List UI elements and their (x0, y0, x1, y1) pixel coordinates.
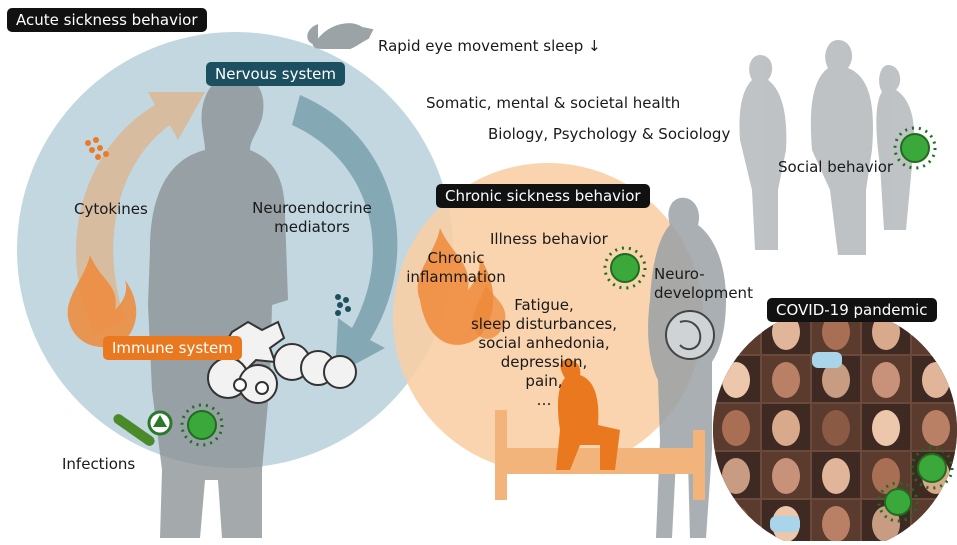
neuroendocrine-line-2: mediators (274, 218, 350, 236)
symptom-line: depression, (500, 353, 588, 371)
face (772, 410, 800, 446)
immune-cells (207, 320, 357, 404)
cytokine-dots (85, 137, 109, 160)
virus-icon-social (893, 126, 937, 170)
face (822, 314, 850, 350)
face (872, 362, 900, 398)
illness-behavior-label: Illness behavior (490, 230, 608, 248)
chronic-sickness-title: Chronic sickness behavior (436, 184, 650, 208)
social-behavior-label: Social behavior (778, 158, 894, 176)
chronic-inflammation-line-2: inflammation (406, 268, 506, 286)
neurodevelopment-label: Neuro- development (654, 265, 753, 303)
face (772, 362, 800, 398)
social-group-silhouettes (739, 40, 915, 255)
symptom-line: sleep disturbances, (470, 315, 618, 333)
neurodevelopment-line-1: Neuro- (654, 265, 705, 283)
virus-icon-covid-2 (877, 481, 919, 523)
neuroendocrine-label: Neuroendocrine mediators (244, 199, 380, 237)
nervous-system-label: Nervous system (206, 62, 345, 86)
infections-label: Infections (62, 455, 136, 473)
pregnant-woman-silhouette (648, 197, 726, 539)
bed-with-person (495, 359, 705, 500)
face (722, 314, 750, 350)
virus-icon-covid-1 (910, 446, 954, 490)
face (822, 458, 850, 494)
face (872, 410, 900, 446)
phage-icon (147, 410, 173, 436)
chronic-sickness-circle (393, 163, 703, 473)
face (922, 506, 950, 542)
face (872, 458, 900, 494)
covid-faces-collage (713, 308, 957, 545)
woman-silhouette (148, 74, 288, 538)
chronic-flame-small (473, 285, 506, 339)
health-label: Somatic, mental & societal health (426, 94, 681, 112)
rat-icon (307, 23, 374, 49)
face (772, 314, 800, 350)
face (822, 362, 850, 398)
face (722, 506, 750, 542)
face (822, 410, 850, 446)
immune-system-label: Immune system (103, 336, 242, 360)
symptom-line: pain, (525, 372, 563, 390)
symptoms-list: Fatigue,sleep disturbances,social anhedo… (468, 296, 620, 410)
face-tile (713, 500, 760, 545)
face (722, 362, 750, 398)
face (822, 506, 850, 542)
covid-pandemic-title: COVID-19 pandemic (767, 298, 937, 322)
chronic-inflammation-line-1: Chronic (427, 249, 485, 267)
face-mask (812, 352, 842, 368)
neuroendocrine-line-1: Neuroendocrine (252, 199, 372, 217)
fetus-icon (665, 310, 715, 360)
symptom-line: Fatigue, (514, 296, 574, 314)
face (922, 362, 950, 398)
face (722, 458, 750, 494)
symptom-line: social anhedonia, (478, 334, 610, 352)
face (772, 458, 800, 494)
acute-flame (67, 255, 137, 348)
face (922, 410, 950, 446)
bacterium-icon (113, 414, 155, 446)
neuroendocrine-dots (335, 294, 351, 316)
neuroendocrine-arrow (292, 95, 398, 375)
acute-sickness-title: Acute sickness behavior (7, 8, 207, 32)
face (722, 410, 750, 446)
virus-icon-acute (180, 403, 224, 447)
rem-sleep-label: Rapid eye movement sleep ↓ (378, 37, 601, 55)
cytokines-label: Cytokines (74, 200, 148, 218)
neurodevelopment-line-2: development (654, 284, 753, 302)
disciplines-label: Biology, Psychology & Sociology (488, 125, 731, 143)
symptom-line: … (536, 391, 552, 409)
face (872, 314, 900, 350)
face-mask (770, 516, 800, 532)
chronic-inflammation-label: Chronic inflammation (404, 249, 508, 287)
virus-icon-chronic (603, 246, 647, 290)
face-tile (912, 500, 957, 545)
